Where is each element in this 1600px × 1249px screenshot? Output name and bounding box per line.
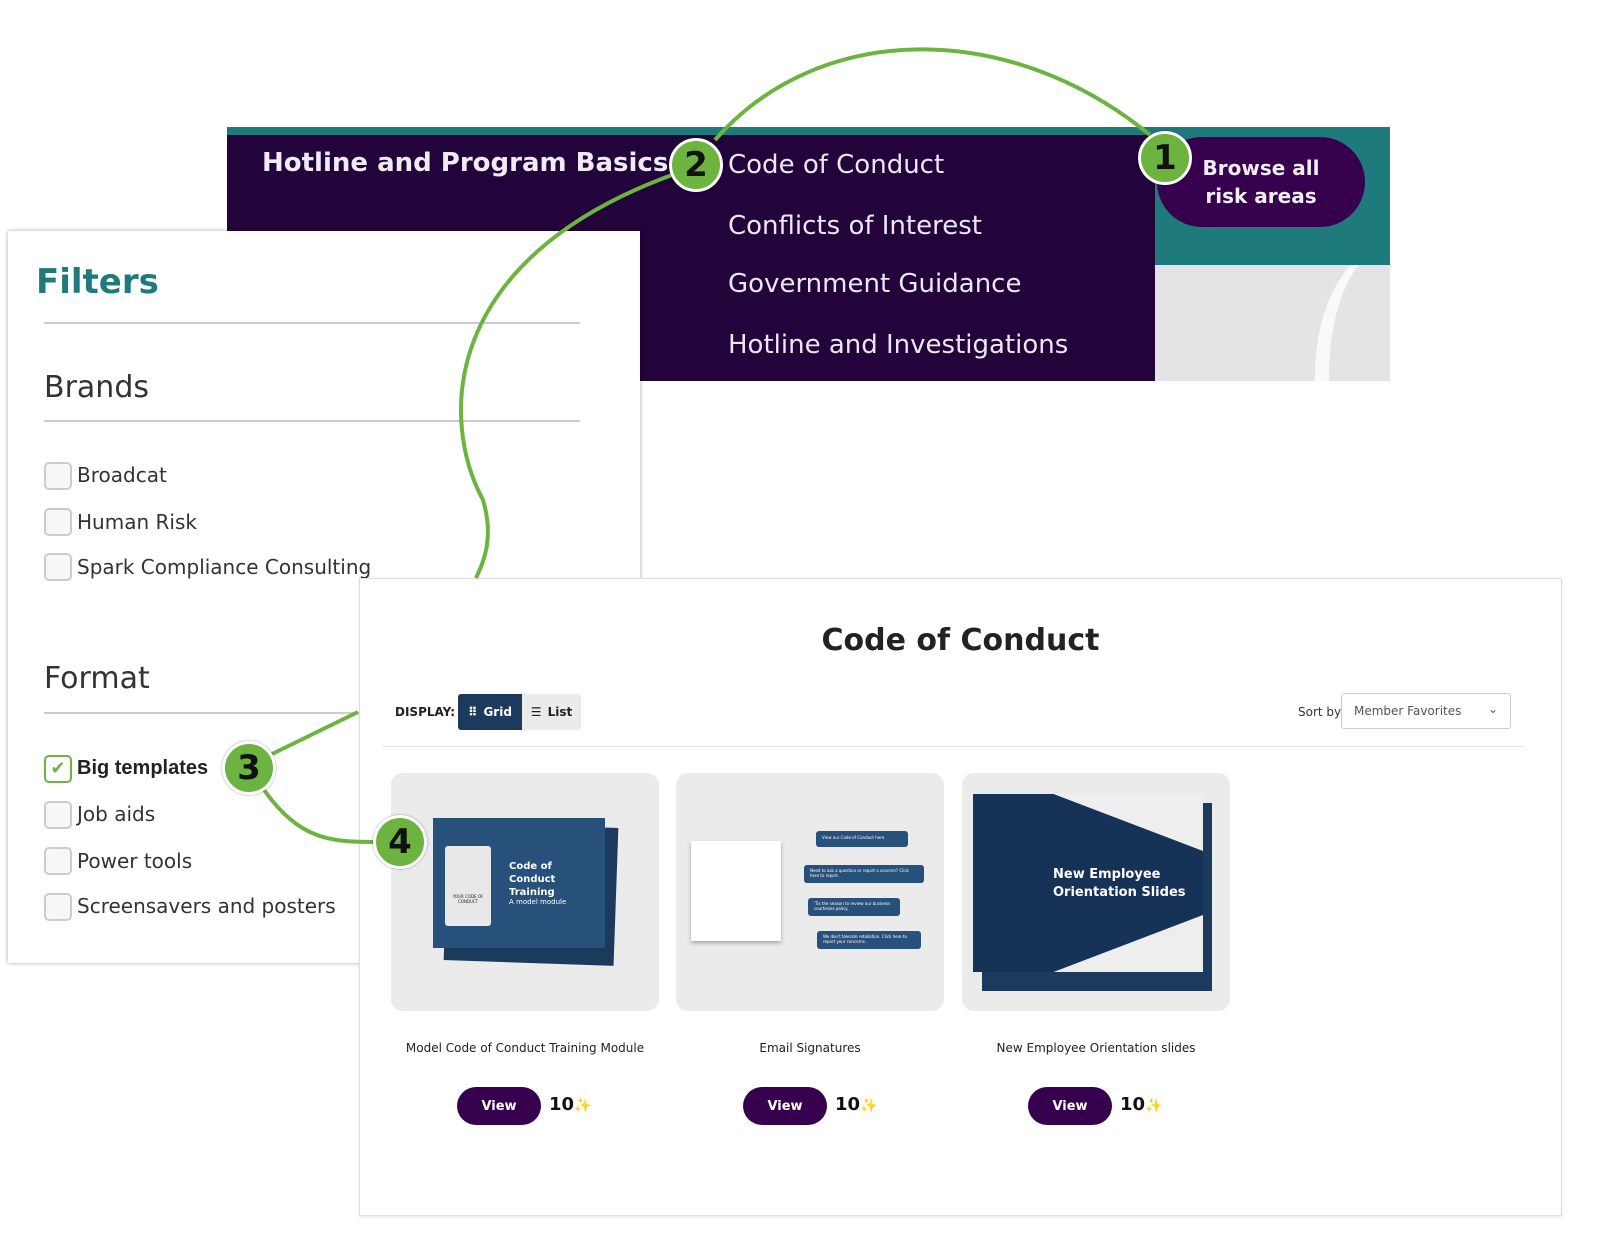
thumb-bubble: View our Code of Conduct here. xyxy=(816,831,908,847)
sort-select[interactable]: Member Favorites ⌄ xyxy=(1341,693,1511,729)
thumb-email xyxy=(691,841,781,941)
divider xyxy=(44,322,580,324)
list-icon: ☰ xyxy=(530,705,542,719)
score-value: 10 xyxy=(549,1094,575,1115)
sparkles-icon: ✨ xyxy=(1145,1098,1163,1114)
card-score: 10✨ xyxy=(549,1094,592,1115)
menu-link-code-of-conduct[interactable]: Code of Conduct xyxy=(728,150,945,180)
sparkles-icon: ✨ xyxy=(860,1098,878,1114)
list-view-button[interactable]: ☰ List xyxy=(522,694,581,730)
view-button[interactable]: View xyxy=(1028,1087,1112,1125)
callout-4: 4 xyxy=(373,815,427,869)
callout-1: 1 xyxy=(1138,131,1192,185)
brand-label: Broadcat xyxy=(77,463,167,487)
chevron-down-icon: ⌄ xyxy=(1487,702,1498,716)
view-button[interactable]: View xyxy=(457,1087,541,1125)
card-thumbnail[interactable]: View our Code of Conduct here. Need to a… xyxy=(676,773,944,1011)
card-title[interactable]: Model Code of Conduct Training Module xyxy=(405,1041,645,1055)
display-label: DISPLAY: xyxy=(395,705,456,719)
thumb-title: Code of Conduct Training xyxy=(509,861,556,898)
page-title: Code of Conduct xyxy=(821,623,1100,658)
brand-label: Spark Compliance Consulting xyxy=(77,555,372,579)
divider xyxy=(44,420,580,422)
grid-icon: ⠿ xyxy=(468,705,478,719)
brand-checkbox-broadcat[interactable] xyxy=(44,462,72,490)
thumb-subtitle: A model module xyxy=(509,898,567,906)
thumb-bubble: 'Tis the season to review our business c… xyxy=(808,898,900,916)
divider xyxy=(382,746,1524,747)
thumb-bubble: We don't tolerate retaliation. Click her… xyxy=(817,931,921,949)
brand-label: Human Risk xyxy=(77,510,197,534)
thumb-slide: YOUR CODE OF CONDUCT Code of Conduct Tra… xyxy=(433,818,605,948)
thumb-slide: New Employee Orientation Slides xyxy=(973,794,1203,972)
format-checkbox-big-templates[interactable]: ✔ xyxy=(44,755,72,783)
card-title[interactable]: Email Signatures xyxy=(759,1041,861,1055)
format-checkbox-power-tools[interactable] xyxy=(44,847,72,875)
thumb-badge: YOUR CODE OF CONDUCT xyxy=(445,846,491,926)
brand-checkbox-human-risk[interactable] xyxy=(44,508,72,536)
grid-label: Grid xyxy=(483,705,512,719)
brands-heading: Brands xyxy=(44,370,149,405)
sort-label: Sort by xyxy=(1298,705,1342,719)
menu-section-title: Hotline and Program Basics xyxy=(262,148,669,178)
sparkles-icon: ✨ xyxy=(574,1098,592,1114)
format-heading: Format xyxy=(44,661,150,696)
browse-risk-areas-button[interactable]: Browse all risk areas xyxy=(1157,137,1365,227)
format-label: Power tools xyxy=(77,849,193,873)
format-checkbox-job-aids[interactable] xyxy=(44,801,72,829)
view-button[interactable]: View xyxy=(743,1087,827,1125)
card-title[interactable]: New Employee Orientation slides xyxy=(996,1041,1196,1055)
menu-link-conflicts[interactable]: Conflicts of Interest xyxy=(728,211,982,241)
header-banner-image xyxy=(1155,265,1390,381)
card-thumbnail[interactable]: YOUR CODE OF CONDUCT Code of Conduct Tra… xyxy=(391,773,659,1011)
results-panel: Code of Conduct DISPLAY: ⠿ Grid ☰ List Sor… xyxy=(359,578,1562,1216)
brand-checkbox-spark[interactable] xyxy=(44,553,72,581)
grid-view-button[interactable]: ⠿ Grid xyxy=(458,694,522,730)
format-label: Screensavers and posters xyxy=(77,894,336,918)
format-label: Big templates xyxy=(77,757,209,779)
menu-link-hotline[interactable]: Hotline and Investigations xyxy=(728,330,1069,360)
format-label: Job aids xyxy=(77,802,156,826)
format-checkbox-screensavers[interactable] xyxy=(44,893,72,921)
card-score: 10✨ xyxy=(835,1094,878,1115)
score-value: 10 xyxy=(1120,1094,1146,1115)
card-score: 10✨ xyxy=(1120,1094,1163,1115)
list-label: List xyxy=(547,705,573,719)
card-thumbnail[interactable]: New Employee Orientation Slides xyxy=(962,773,1230,1011)
thumb-title: New Employee Orientation Slides xyxy=(1053,867,1186,900)
browse-label: Browse all risk areas xyxy=(1202,156,1320,208)
filters-title: Filters xyxy=(36,262,159,302)
callout-3: 3 xyxy=(222,741,276,795)
divider xyxy=(44,712,580,714)
callout-2: 2 xyxy=(669,138,723,192)
menu-link-government[interactable]: Government Guidance xyxy=(728,269,1022,299)
score-value: 10 xyxy=(835,1094,861,1115)
sort-value: Member Favorites xyxy=(1354,704,1462,718)
thumb-bubble: Need to ask a question or report a conce… xyxy=(804,865,924,883)
